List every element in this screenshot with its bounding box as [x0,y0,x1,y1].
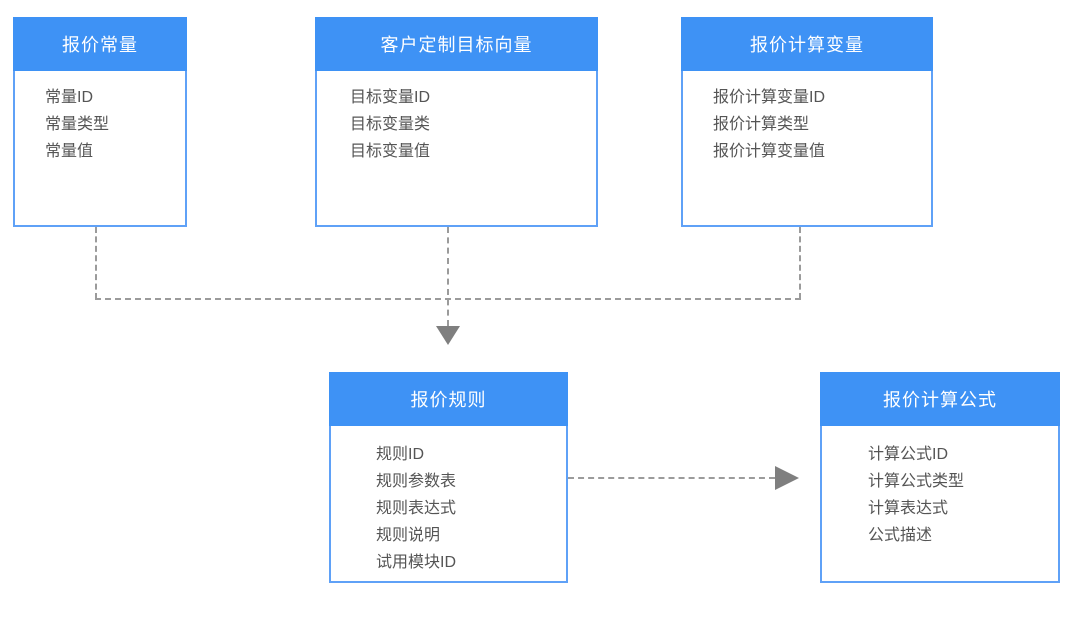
field-label: 目标变量值 [350,143,431,160]
entity-quote-calc-variables: 报价计算变量 报价计算变量ID 报价计算类型 报价计算变量值 [681,17,933,227]
field-label: 常量值 [45,143,94,160]
entity-title: 报价常量 [13,17,187,71]
entity-quote-rules: 报价规则 规则ID 规则参数表 规则表达式 规则说明 试用模块ID [329,372,568,583]
field-label: 规则ID [376,446,425,463]
entity-quote-constants: 报价常量 常量ID 常量类型 常量值 [13,17,187,227]
field-label: 计算公式类型 [868,473,965,490]
connector-line-from-customer-target-vector [447,227,449,326]
connector-merge-line [95,298,801,300]
field-label: 常量类型 [45,116,110,133]
field-label: 规则表达式 [376,500,457,517]
entity-quote-calc-formula: 报价计算公式 计算公式ID 计算公式类型 计算表达式 公式描述 [820,372,1060,583]
field-label: 试用模块ID [376,554,457,571]
field-label: 目标变量类 [350,116,431,133]
field-label: 报价计算变量ID [713,89,826,106]
entity-field-list: 计算公式ID 计算公式类型 计算表达式 公式描述 [820,426,1060,583]
field-label: 计算表达式 [868,500,949,517]
entity-title: 报价计算公式 [820,372,1060,426]
field-label: 规则说明 [376,527,441,544]
entity-field-list: 报价计算变量ID 报价计算类型 报价计算变量值 [681,71,933,227]
entity-field-list: 常量ID 常量类型 常量值 [13,71,187,227]
field-label: 报价计算类型 [713,116,810,133]
entity-field-list: 目标变量ID 目标变量类 目标变量值 [315,71,598,227]
connector-line-from-quote-calc-variables [799,227,801,299]
field-label: 计算公式ID [868,446,949,463]
entity-title: 报价规则 [329,372,568,426]
entity-field-list: 规则ID 规则参数表 规则表达式 规则说明 试用模块ID [329,426,568,583]
arrow-down-icon [436,326,460,345]
entity-customer-target-vector: 客户定制目标向量 目标变量ID 目标变量类 目标变量值 [315,17,598,227]
connector-rules-to-formula [568,477,775,479]
field-label: 目标变量ID [350,89,431,106]
connector-line-from-quote-constants [95,227,97,299]
entity-title: 报价计算变量 [681,17,933,71]
entity-title: 客户定制目标向量 [315,17,598,71]
arrow-right-icon [775,466,799,490]
field-label: 公式描述 [868,527,933,544]
field-label: 报价计算变量值 [713,143,826,160]
field-label: 规则参数表 [376,473,457,490]
field-label: 常量ID [45,89,94,106]
